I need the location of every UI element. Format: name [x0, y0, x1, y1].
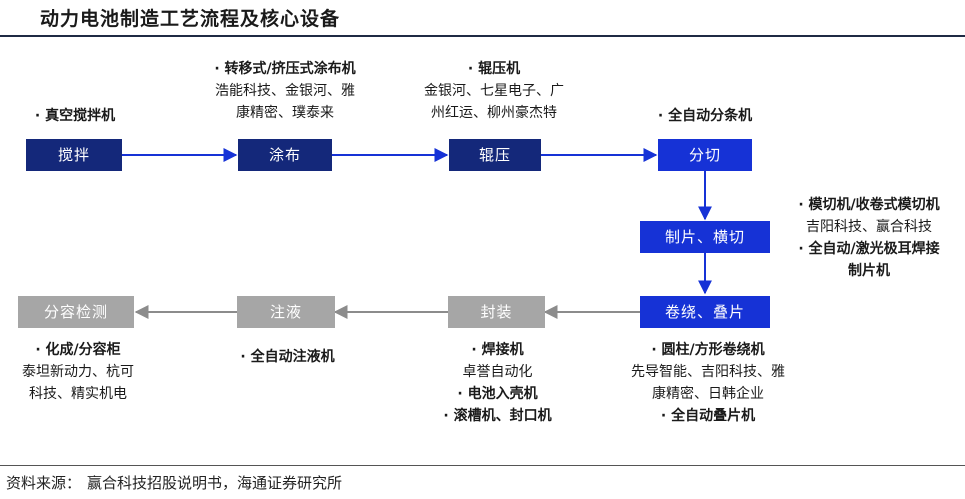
note-coat-head: · 转移式/挤压式涂布机	[214, 61, 356, 77]
note-mix: · 真空搅拌机	[20, 105, 130, 127]
step-tab-cut: 制片、横切	[640, 221, 770, 253]
step-wind-stack: 卷绕、叠片	[640, 296, 770, 328]
note-coat-line1: 浩能科技、金银河、雅	[215, 83, 355, 99]
note-wind-head1: · 圆柱/方形卷绕机	[651, 342, 765, 358]
note-tab-head2: · 全自动/激光极耳焊接	[798, 241, 940, 257]
page-title: 动力电池制造工艺流程及核心设备	[40, 8, 341, 30]
step-grade: 分容检测	[18, 296, 134, 328]
note-tab-head1: · 模切机/收卷式模切机	[798, 197, 940, 213]
note-grade-line2: 科技、精实机电	[29, 386, 127, 402]
note-tab-line1: 吉阳科技、赢合科技	[806, 219, 932, 235]
note-pack-line1: 卓誉自动化	[462, 364, 533, 380]
note-pack-head1: · 焊接机	[471, 342, 524, 358]
note-fill-head: · 全自动注液机	[240, 349, 335, 365]
note-slit: · 全自动分条机	[645, 105, 765, 127]
note-grade-line1: 泰坦新动力、杭可	[22, 364, 134, 380]
note-roll-line2: 州红运、柳州豪杰特	[431, 105, 557, 121]
note-mix-head: · 真空搅拌机	[34, 108, 116, 124]
note-roll-line1: 金银河、七星电子、广	[424, 83, 564, 99]
step-fill: 注液	[237, 296, 335, 328]
note-roll-head: · 辊压机	[467, 61, 521, 77]
step-slit: 分切	[658, 139, 752, 171]
step-mix: 搅拌	[26, 139, 122, 171]
note-coat-line2: 康精密、璞泰来	[236, 105, 334, 121]
note-wind-head2: · 全自动叠片机	[660, 408, 756, 424]
note-wind-line1: 先导智能、吉阳科技、雅	[631, 364, 785, 380]
footer-divider	[0, 465, 965, 466]
note-tab-head2b: 制片机	[848, 263, 890, 279]
note-tab: · 模切机/收卷式模切机 吉阳科技、赢合科技 · 全自动/激光极耳焊接 制片机	[778, 194, 960, 282]
note-slit-head: · 全自动分条机	[657, 108, 753, 124]
step-roll: 辊压	[449, 139, 541, 171]
note-wind-line2: 康精密、日韩企业	[652, 386, 764, 402]
note-pack-head2: · 电池入壳机	[457, 386, 538, 402]
note-pack-head3: · 滚槽机、封口机	[443, 408, 552, 424]
source-note: 资料来源： 赢合科技招股说明书，海通证券研究所	[6, 472, 342, 493]
note-grade-head: · 化成/分容柜	[35, 342, 121, 358]
title-divider	[0, 35, 965, 37]
note-wind: · 圆柱/方形卷绕机 先导智能、吉阳科技、雅 康精密、日韩企业 · 全自动叠片机	[608, 339, 808, 427]
source-label: 资料来源：	[6, 474, 82, 492]
note-coat: · 转移式/挤压式涂布机 浩能科技、金银河、雅 康精密、璞泰来	[195, 58, 375, 124]
note-grade: · 化成/分容柜 泰坦新动力、杭可 科技、精实机电	[8, 339, 148, 405]
note-pack: · 焊接机 卓誉自动化 · 电池入壳机 · 滚槽机、封口机	[425, 339, 570, 427]
note-roll: · 辊压机 金银河、七星电子、广 州红运、柳州豪杰特	[404, 58, 584, 124]
step-coat: 涂布	[238, 139, 332, 171]
note-fill: · 全自动注液机	[225, 346, 350, 368]
step-pack: 封装	[448, 296, 545, 328]
source-text: 赢合科技招股说明书，海通证券研究所	[87, 474, 343, 492]
